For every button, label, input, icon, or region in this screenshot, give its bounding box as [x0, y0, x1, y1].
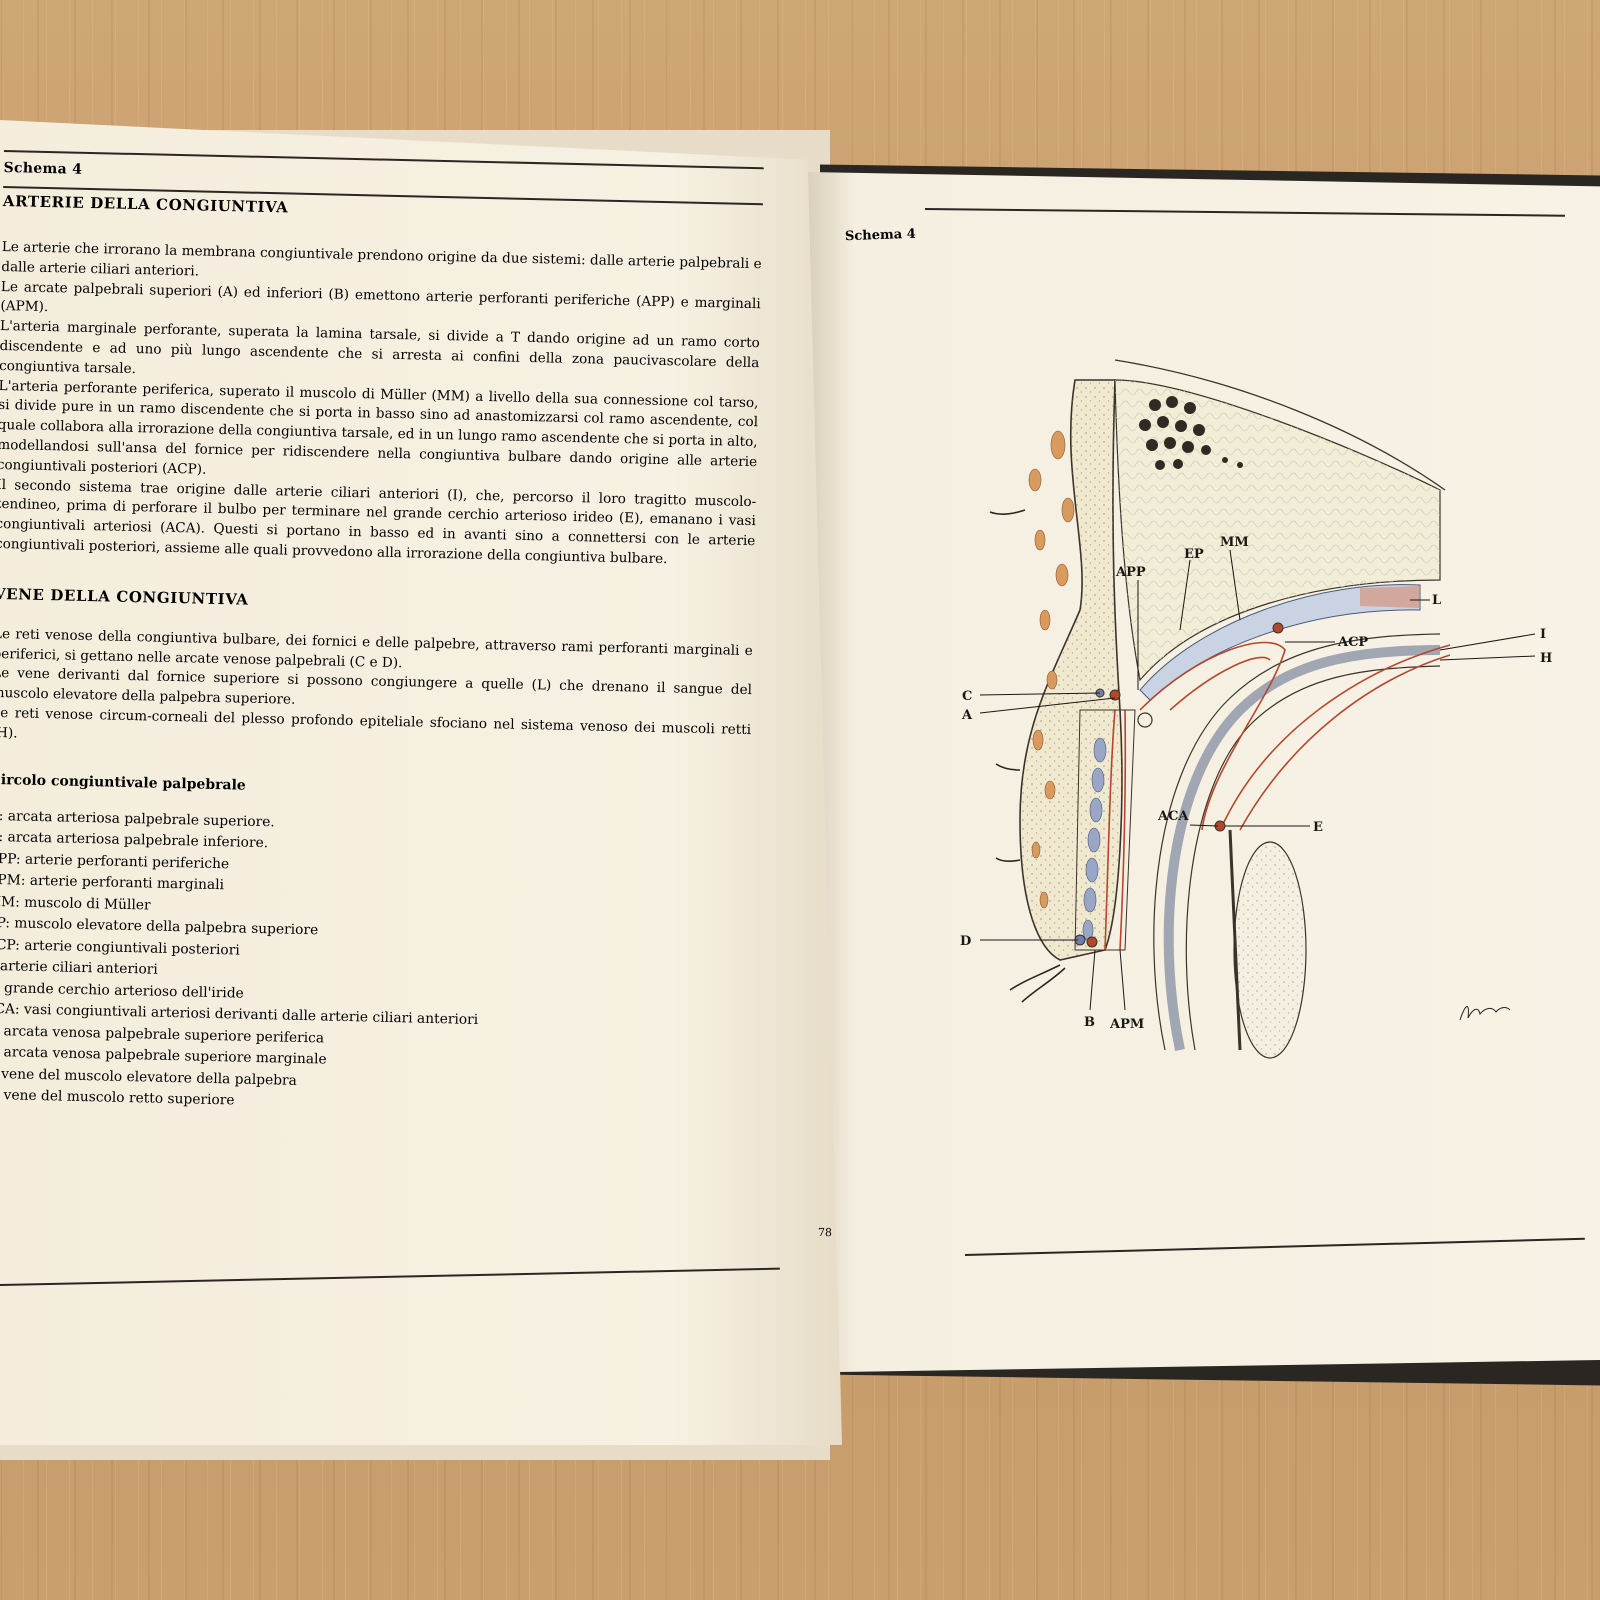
label-APP: APP: [1115, 565, 1146, 580]
label-MM: MM: [1220, 535, 1249, 550]
label-B: B: [1084, 1015, 1095, 1030]
fat-lobules: [1028, 430, 1075, 909]
label-APM: APM: [1109, 1017, 1144, 1032]
globe-outer-line: [1153, 633, 1441, 1051]
legend-list: A: arcata arteriosa palpebrale superiore…: [0, 805, 749, 1123]
eyelashes: [989, 509, 1066, 1003]
paragraph: Il secondo sistema trae origine dalle ar…: [0, 476, 757, 568]
arcade-A-node: [1109, 689, 1121, 701]
vessel-section: [1137, 712, 1153, 728]
tarsus: [1074, 709, 1136, 951]
eyelid-fat-texture: [1020, 380, 1122, 960]
label-D: D: [960, 934, 971, 949]
right-schema-label: Schema 4: [844, 226, 917, 245]
label-L: L: [1432, 593, 1441, 608]
page-title: ARTERIE DELLA CONGIUNTIVA: [2, 191, 289, 217]
page-number: 78: [817, 1225, 833, 1240]
label-H: H: [1540, 651, 1552, 666]
label-A: A: [961, 708, 973, 723]
label-C: C: [962, 689, 972, 704]
orbital-cells: [1115, 380, 1440, 680]
label-EP: EP: [1184, 547, 1204, 562]
label-ACA: ACA: [1157, 809, 1189, 824]
lens-texture: [1234, 842, 1306, 1058]
label-ACP: ACP: [1337, 635, 1368, 650]
orbital-roof-line: [1114, 359, 1446, 491]
arteries: [1104, 641, 1451, 951]
iris: [1228, 829, 1242, 1051]
muscle-insertion: [1360, 586, 1420, 608]
acp-node: [1272, 622, 1284, 634]
gland-cluster: [1139, 396, 1243, 470]
section-title: VENE DELLA CONGIUNTIVA: [0, 584, 249, 609]
left-page-content: Schema 4 ARTERIE DELLA CONGIUNTIVA Le ar…: [0, 150, 764, 1124]
left-page: [0, 120, 842, 1445]
artist-signature: [1459, 1006, 1511, 1021]
subsection-title: Circolo congiuntivale palpebrale: [0, 771, 247, 794]
arcade-B-node: [1086, 936, 1098, 948]
anatomical-diagram: MM EP APP L ACP I H C A ACA E D B APM: [960, 359, 1552, 1059]
paragraph: L'arteria perforante periferica, superat…: [0, 377, 759, 478]
leader-lines: [979, 549, 1536, 1011]
label-E: E: [1313, 820, 1323, 835]
tarsal-veins: [1082, 737, 1107, 941]
label-I: I: [1540, 627, 1546, 642]
globe-sclera: [1163, 645, 1441, 1052]
